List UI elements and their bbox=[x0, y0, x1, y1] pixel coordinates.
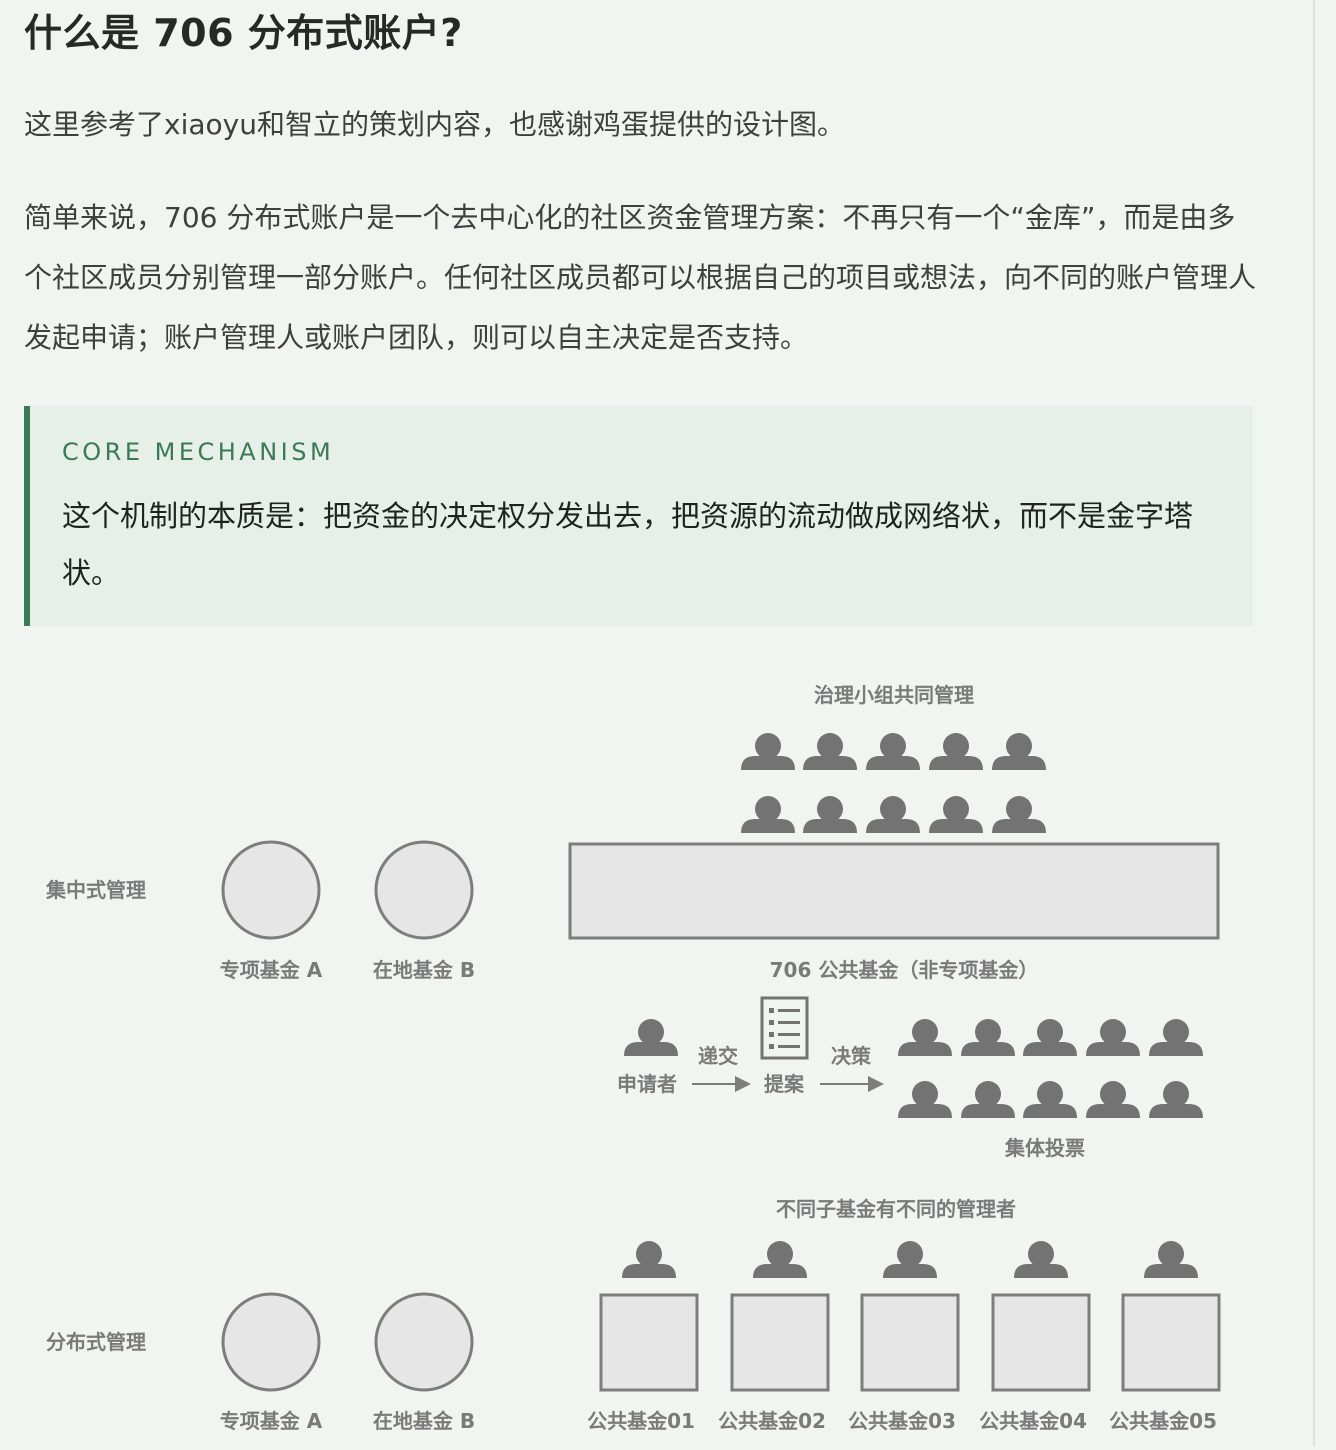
manager-person-icon bbox=[883, 1241, 937, 1278]
proposal-label: 提案 bbox=[764, 1072, 805, 1096]
person-icon bbox=[1023, 1081, 1077, 1118]
sub-fund-item: 公共基金02 bbox=[718, 1241, 830, 1433]
person-icon bbox=[898, 1019, 952, 1056]
sub-funds: 公共基金01 公共基金02 公共基金03 公共基金04 公共基金05 bbox=[587, 1241, 1221, 1433]
sub-fund-label: 公共基金03 bbox=[848, 1409, 956, 1433]
sub-fund-box bbox=[730, 1293, 830, 1392]
voting-group bbox=[898, 1019, 1203, 1118]
person-icon bbox=[898, 1081, 952, 1118]
submit-label: 递交 bbox=[698, 1044, 738, 1068]
sub-fund-box bbox=[599, 1293, 699, 1392]
manager-person-icon bbox=[1144, 1241, 1198, 1278]
sub-fund-label: 公共基金02 bbox=[718, 1409, 826, 1433]
callout-text: 这个机制的本质是：把资金的决定权分发出去，把资源的流动做成网络状，而不是金字塔状… bbox=[62, 499, 1194, 590]
public-fund-label: 706 公共基金（非专项基金） bbox=[770, 958, 1039, 982]
person-icon bbox=[961, 1019, 1015, 1056]
distributed-fund-a-circle bbox=[221, 1292, 321, 1392]
summary-paragraph: 简单来说，706 分布式账户是一个去中心化的社区资金管理方案：不再只有一个“金库… bbox=[24, 201, 1257, 354]
sub-fund-managers-label: 不同子基金有不同的管理者 bbox=[776, 1197, 1016, 1221]
sub-fund-box bbox=[991, 1293, 1091, 1392]
centralized-fund-b-label: 在地基金 B bbox=[373, 958, 475, 982]
sub-fund-label: 公共基金04 bbox=[979, 1409, 1087, 1433]
manager-person-icon bbox=[753, 1241, 807, 1278]
person-icon bbox=[929, 796, 983, 833]
person-icon bbox=[1149, 1081, 1203, 1118]
person-icon bbox=[1086, 1019, 1140, 1056]
person-icon bbox=[1086, 1081, 1140, 1118]
person-icon bbox=[1149, 1019, 1203, 1056]
person-icon bbox=[866, 796, 920, 833]
applicant-label: 申请者 bbox=[617, 1072, 677, 1096]
applicant-person-icon bbox=[624, 1019, 678, 1056]
distributed-fund-a-label: 专项基金 A bbox=[220, 1409, 323, 1433]
sub-fund-item: 公共基金01 bbox=[587, 1241, 699, 1433]
distributed-fund-b-circle bbox=[374, 1292, 474, 1392]
sub-fund-item: 公共基金03 bbox=[848, 1241, 960, 1433]
distributed-row-label: 分布式管理 bbox=[46, 1330, 146, 1354]
person-icon bbox=[992, 796, 1046, 833]
sub-fund-label: 公共基金05 bbox=[1109, 1409, 1217, 1433]
proposal-document-icon bbox=[760, 996, 809, 1060]
person-icon bbox=[741, 733, 795, 770]
person-icon bbox=[1023, 1019, 1077, 1056]
centralized-fund-a-circle bbox=[221, 840, 321, 940]
manager-person-icon bbox=[1014, 1241, 1068, 1278]
decide-label: 决策 bbox=[831, 1044, 872, 1068]
collective-vote-label: 集体投票 bbox=[1004, 1136, 1085, 1160]
public-fund-box bbox=[568, 842, 1220, 940]
person-icon bbox=[992, 733, 1046, 770]
person-icon bbox=[961, 1081, 1015, 1118]
person-icon bbox=[741, 796, 795, 833]
intro-paragraph: 这里参考了xiaoyu和智立的策划内容，也感谢鸡蛋提供的设计图。 bbox=[24, 108, 845, 141]
person-icon bbox=[803, 733, 857, 770]
sub-fund-label: 公共基金01 bbox=[587, 1409, 695, 1433]
governance-group bbox=[741, 733, 1046, 833]
callout-label: CORE MECHANISM bbox=[62, 438, 335, 466]
centralized-fund-b-circle bbox=[374, 840, 474, 940]
sub-fund-item: 公共基金05 bbox=[1109, 1241, 1221, 1433]
distributed-fund-b-label: 在地基金 B bbox=[373, 1409, 475, 1433]
person-icon bbox=[929, 733, 983, 770]
sub-fund-item: 公共基金04 bbox=[979, 1241, 1091, 1433]
governance-group-label: 治理小组共同管理 bbox=[814, 683, 974, 707]
person-icon bbox=[803, 796, 857, 833]
core-mechanism-callout: CORE MECHANISM 这个机制的本质是：把资金的决定权分发出去，把资源的… bbox=[24, 406, 1253, 626]
centralized-fund-a-label: 专项基金 A bbox=[220, 958, 323, 982]
centralized-row-label: 集中式管理 bbox=[45, 878, 146, 902]
article-title: 什么是 706 分布式账户? bbox=[24, 11, 463, 55]
fund-management-diagram: 集中式管理 专项基金 A 在地基金 B 治理小组共同管理 706 公共基金（非专… bbox=[0, 650, 1300, 1446]
sub-fund-box bbox=[1121, 1293, 1221, 1392]
manager-person-icon bbox=[622, 1241, 676, 1278]
person-icon bbox=[866, 733, 920, 770]
page-edge-divider bbox=[1313, 0, 1315, 1446]
sub-fund-box bbox=[860, 1293, 960, 1392]
